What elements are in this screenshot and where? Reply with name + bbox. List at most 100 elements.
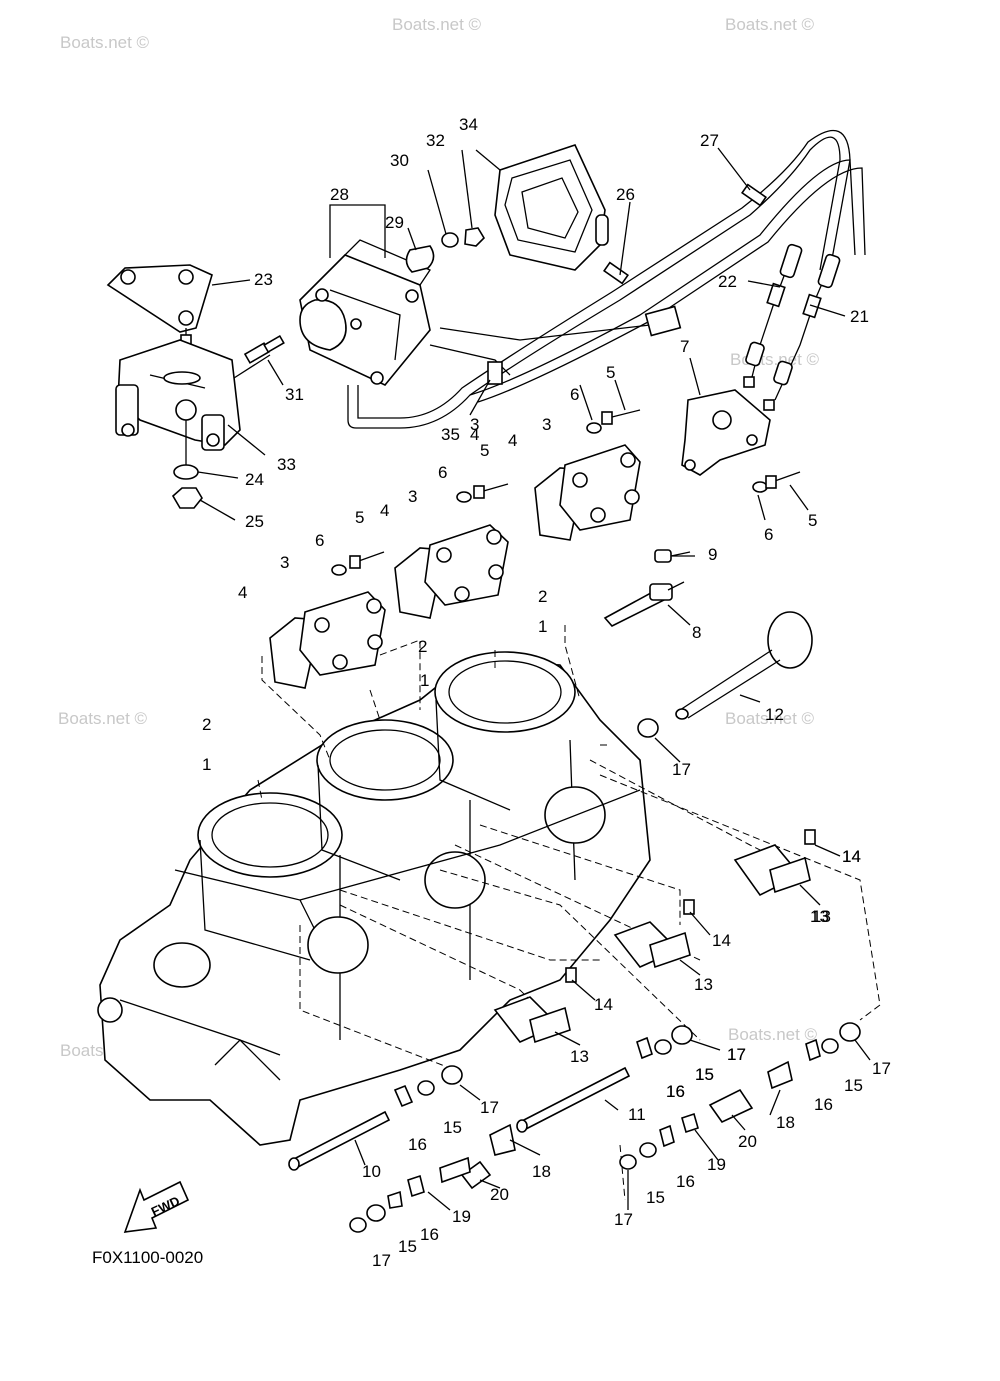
- callout-label: 17: [480, 1098, 499, 1117]
- callout-label: 21: [850, 307, 869, 326]
- callout-label: 13: [810, 907, 829, 926]
- callout-label: 6: [438, 463, 447, 482]
- callout-label: 5: [480, 441, 489, 460]
- callout-label: 25: [245, 512, 264, 531]
- cable-ends: [743, 243, 841, 411]
- callout-label: 28: [330, 185, 349, 204]
- callout-label: 15: [695, 1065, 714, 1084]
- callout-label: 1: [420, 671, 429, 690]
- callout-label: 4: [238, 583, 247, 602]
- callout-label: 16: [408, 1135, 427, 1154]
- callout-label: 15: [844, 1076, 863, 1095]
- callout-leaders: [197, 147, 871, 1211]
- callout-label: 18: [532, 1162, 551, 1181]
- callout-label: 2: [418, 637, 427, 656]
- callout-label: 29: [385, 213, 404, 232]
- callout-label: 5: [355, 508, 364, 527]
- small-grommets: [405, 227, 486, 273]
- callout-label: 18: [776, 1113, 795, 1132]
- callout-label: 15: [646, 1188, 665, 1207]
- callout-label: 17: [727, 1045, 746, 1064]
- callout-label: 13: [570, 1047, 589, 1066]
- watermark: Boats.net ©: [60, 33, 150, 52]
- callout-label: 24: [245, 470, 264, 489]
- callout-label: 2: [538, 587, 547, 606]
- callout-label: 3: [470, 415, 479, 434]
- callout-label: 17: [872, 1059, 891, 1078]
- callout-label: 13: [812, 907, 831, 926]
- callout-label: 27: [700, 131, 719, 150]
- callout-label: 1: [202, 755, 211, 774]
- callout-label: 30: [390, 151, 409, 170]
- callout-label: 16: [420, 1225, 439, 1244]
- callout-label: 31: [285, 385, 304, 404]
- callout-label: 6: [570, 385, 579, 404]
- callout-label: 14: [842, 847, 861, 866]
- watermark: Boats.net ©: [728, 1025, 818, 1044]
- callout-label: 20: [738, 1132, 757, 1151]
- callout-label: 5: [808, 511, 817, 530]
- callout-label: 35: [441, 425, 460, 444]
- callout-label: 33: [277, 455, 296, 474]
- callout-label: 23: [254, 270, 273, 289]
- callout-label: 4: [508, 431, 517, 450]
- callout-label: 17: [372, 1251, 391, 1270]
- callout-label: 17: [614, 1210, 633, 1229]
- cylinder-block: [97, 651, 651, 1146]
- watermark: Boats.net ©: [730, 350, 820, 369]
- cable-harness: [347, 130, 866, 429]
- fwd-arrow-icon: FWD: [123, 1180, 190, 1233]
- callout-label: 15: [443, 1118, 462, 1137]
- callout-label: 8: [692, 623, 701, 642]
- clamps: [493, 829, 816, 1044]
- callout-label: 16: [814, 1095, 833, 1114]
- callout-label: 6: [764, 525, 773, 544]
- callout-label: 2: [202, 715, 211, 734]
- callout-label: 4: [380, 501, 389, 520]
- callout-label: 14: [594, 995, 613, 1014]
- callout-label: 22: [718, 272, 737, 291]
- callout-label: 17: [672, 760, 691, 779]
- callout-label: 14: [712, 931, 731, 950]
- callout-label: 20: [490, 1185, 509, 1204]
- flange-plates: [269, 444, 641, 689]
- ignition-coil-cover: [494, 144, 609, 271]
- callout-label: 26: [616, 185, 635, 204]
- callout-label: 19: [707, 1155, 726, 1174]
- watermark: Boats.net ©: [58, 709, 148, 728]
- callout-label: 1: [538, 617, 547, 636]
- callout-label: 19: [452, 1207, 471, 1226]
- callout-label: 34: [459, 115, 478, 134]
- sensor-8-9: [603, 549, 691, 627]
- callout-label: 11: [628, 1105, 646, 1124]
- callout-label: 17: [727, 1045, 746, 1064]
- callout-label: 6: [315, 531, 324, 550]
- callout-label: 16: [666, 1082, 685, 1101]
- callout-label: 14: [842, 847, 861, 866]
- callout-label: 16: [676, 1172, 695, 1191]
- callout-labels: 1 1 1 2 2 2 3 3 3 3 4 4 4 4 5 5 5 5 6 6 …: [202, 115, 891, 1270]
- callout-label: 13: [694, 975, 713, 994]
- plate-7: [681, 389, 771, 476]
- callout-label: 3: [408, 487, 417, 506]
- exhaust-valve-12: [637, 611, 813, 738]
- callout-label: 3: [280, 553, 289, 572]
- mounting-bracket: [106, 264, 285, 509]
- callout-label: 9: [708, 545, 717, 564]
- callout-label: 15: [695, 1065, 714, 1084]
- switch-box-assembly: [299, 239, 431, 386]
- watermark: Boats.net ©: [725, 15, 815, 34]
- callout-label: 10: [362, 1162, 381, 1181]
- callout-label: 7: [680, 337, 689, 356]
- callout-label: 4: [470, 425, 479, 444]
- callout-label: 12: [765, 705, 784, 724]
- callout-label: 15: [398, 1237, 417, 1256]
- shafts: [288, 1066, 631, 1171]
- watermark: Boats.net ©: [392, 15, 482, 34]
- small-hardware: [349, 1022, 861, 1233]
- callout-label: 16: [666, 1082, 685, 1101]
- callout-label: 3: [542, 415, 551, 434]
- diagram-code: F0X1100-0020: [92, 1248, 203, 1267]
- bolts-and-washers: [331, 409, 801, 576]
